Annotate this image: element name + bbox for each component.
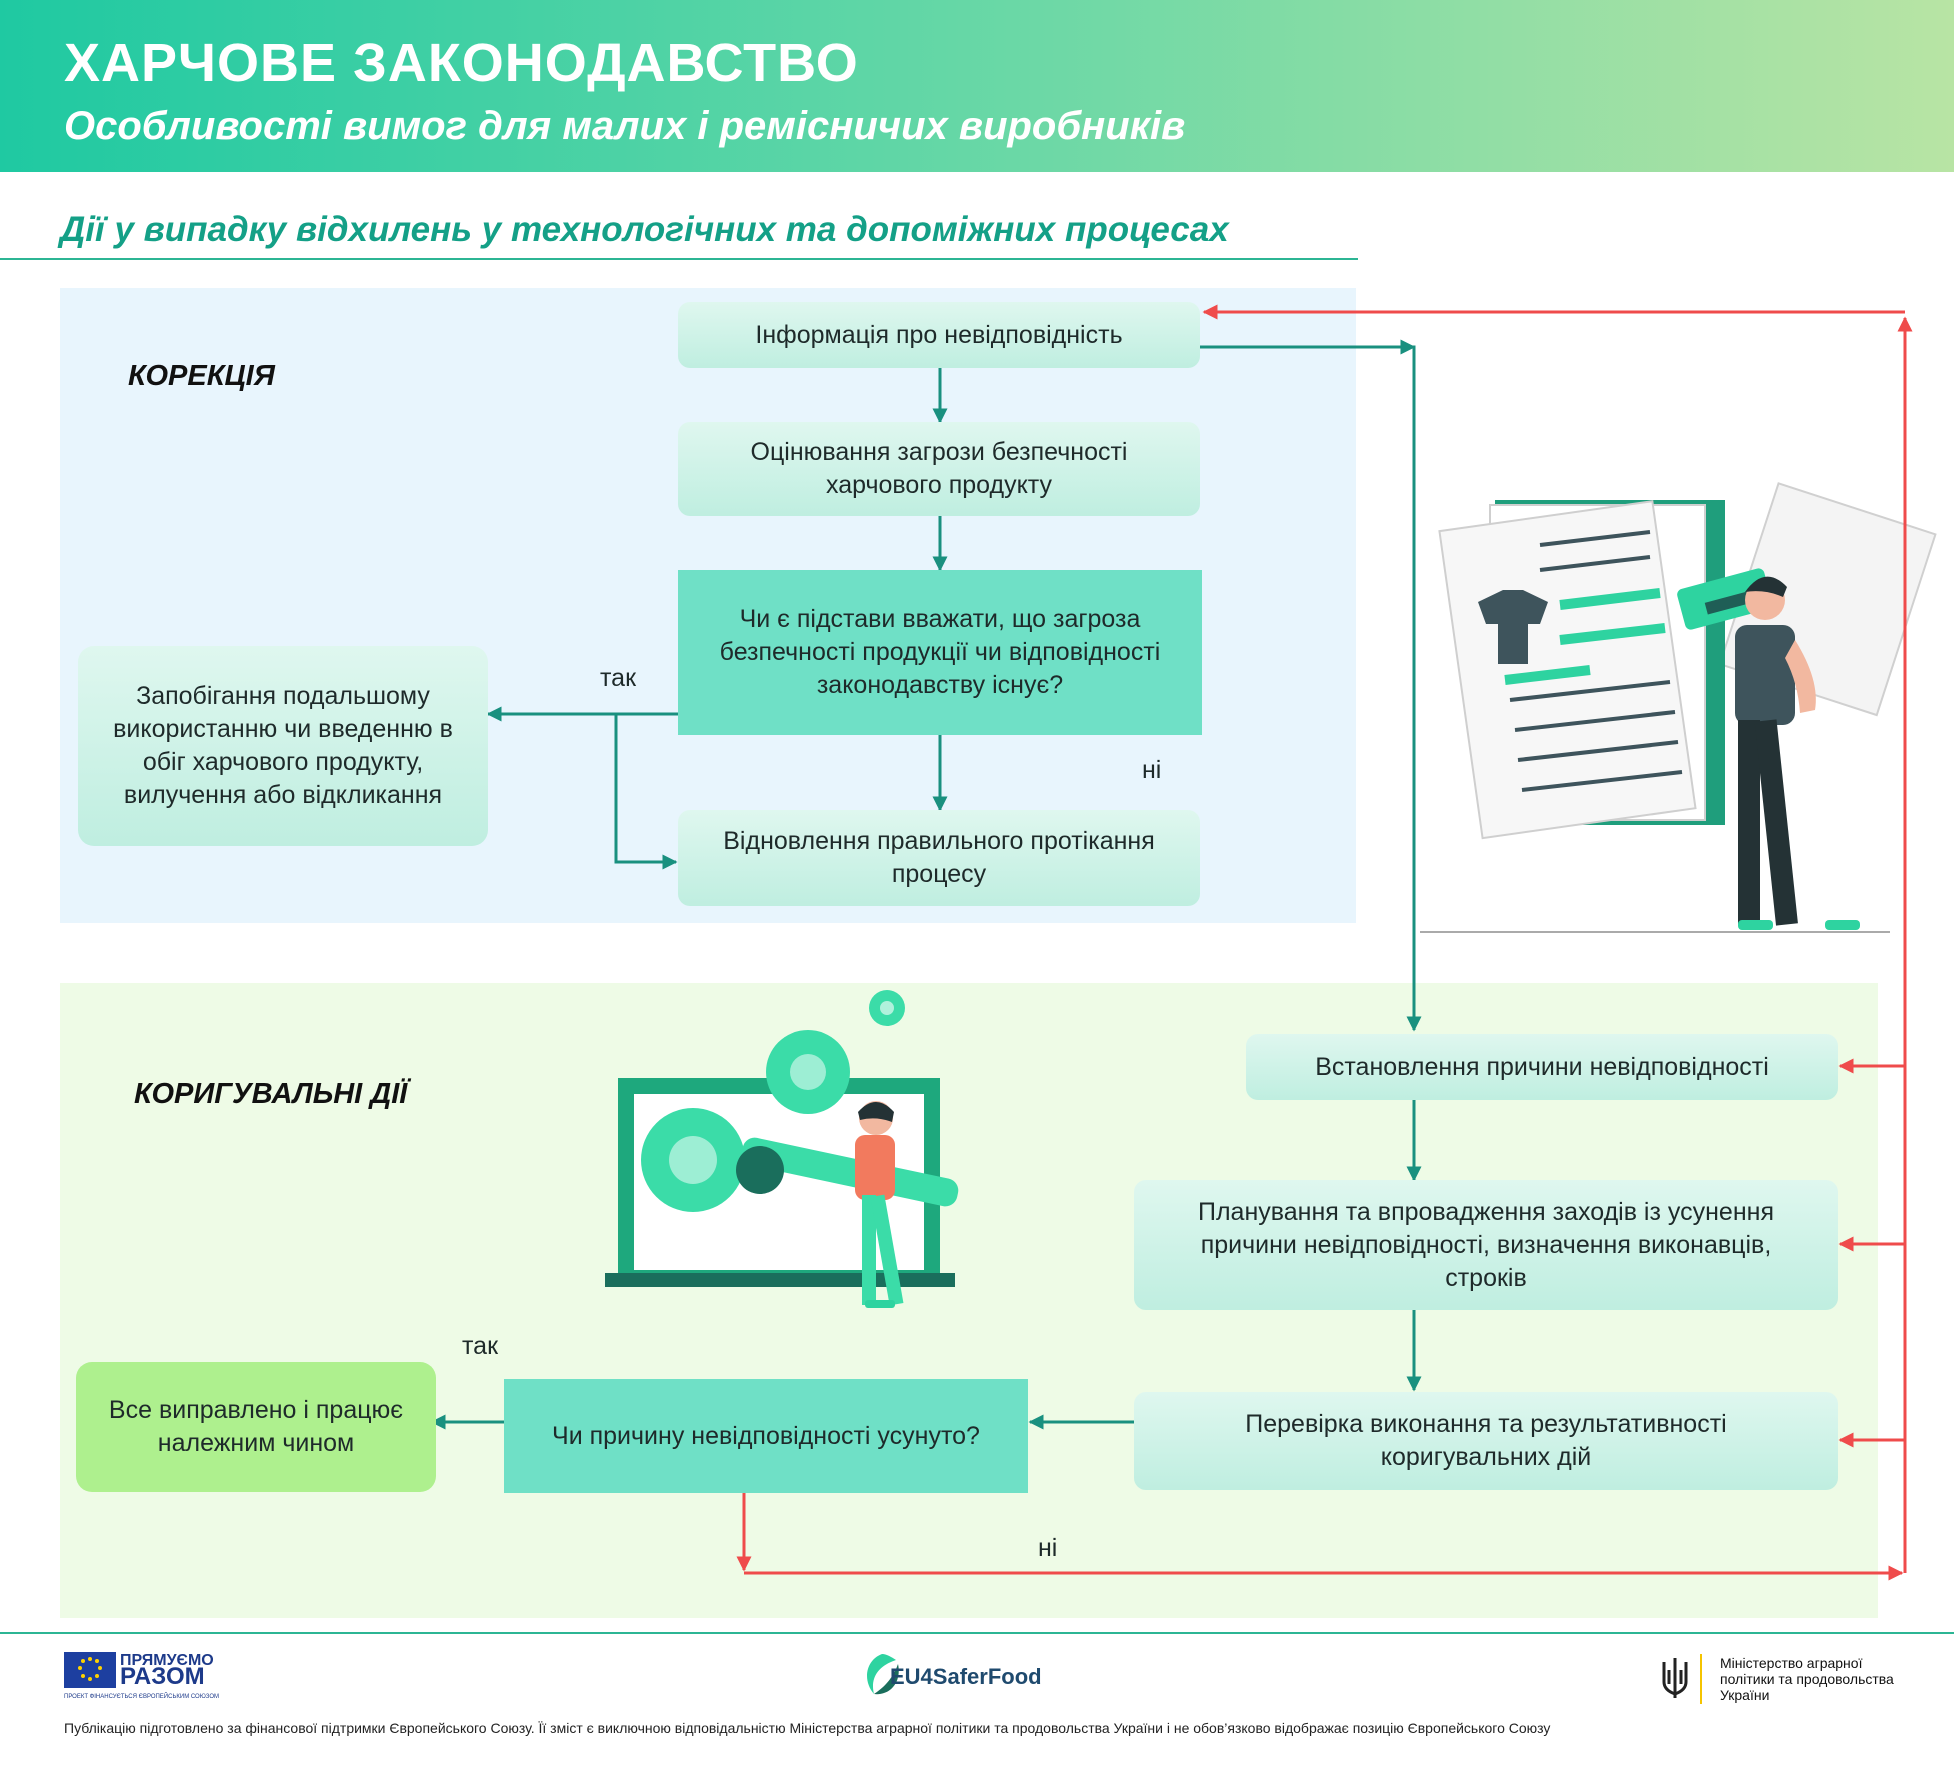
correction-label: КОРЕКЦІЯ [128,360,275,392]
label-yes-correction: так [600,664,637,692]
box-all-fixed: Все виправлено і працює належним чином [76,1362,436,1492]
eu-logo-line2: РАЗОМ [120,1663,205,1690]
box-plan-implement: Планування та впровадження заходів із ус… [1134,1180,1838,1310]
eu-together-logo: ПРЯМУЄМО РАЗОМ ПРОЕКТ ФІНАНСУЄТЬСЯ ЄВРОП… [64,1652,224,1708]
footer-divider [0,1632,1954,1634]
decision-threat-exists: Чи є підстави вважати, що загроза безпеч… [678,570,1202,735]
box-verify-effectiveness: Перевірка виконання та результативності … [1134,1392,1838,1490]
box-establish-cause: Встановлення причини невідповідності [1246,1034,1838,1100]
box-threat-assessment: Оцінювання загрози безпечності харчового… [678,422,1200,516]
box-nonconformity-info: Інформація про невідповідність [678,302,1200,368]
eu-logo-line1: ПРЯМУЄМО [120,1652,214,1669]
saferfood-leaf-icon [867,1654,899,1695]
box-prevent-use-recall: Запобігання подальшому використанню чи в… [78,646,488,846]
eu4saferfood-logo: EU4SaferFood [860,1650,1060,1710]
funding-disclaimer: Публікацію підготовлено за фінансової пі… [64,1720,1551,1736]
box-restore-process: Відновлення правильного протікання проце… [678,810,1200,906]
eu4saferfood-text: EU4SaferFood [890,1664,1042,1689]
corrective-actions-label: КОРИГУВАЛЬНІ ДІЇ [134,1078,408,1110]
section-divider [0,258,1358,260]
ukraine-trident-icon [1660,1656,1690,1700]
label-yes-corrective: так [462,1332,499,1360]
label-no-corrective: ні [1038,1534,1058,1562]
decision-cause-eliminated: Чи причину невідповідності усунуто? [504,1379,1028,1493]
header-banner [0,0,1954,172]
ministry-name: Міністерство аграрної політики та продов… [1720,1655,1894,1703]
ministry-accent-bar [1700,1654,1702,1704]
eu-flag-icon [64,1652,116,1688]
eu-logo-small: ПРОЕКТ ФІНАНСУЄТЬСЯ ЄВРОПЕЙСЬКИМ СОЮЗОМ [64,1694,220,1700]
page-subtitle: Особливості вимог для малих і ремісничих… [64,104,1186,148]
document-person-illustration [1438,482,1937,930]
page-title: ХАРЧОВЕ ЗАКОНОДАВСТВО [64,33,859,93]
section-title: Дії у випадку відхилень у технологічних … [60,210,1229,249]
gears-wrench-illustration [605,990,959,1308]
label-no-correction: ні [1142,756,1162,784]
